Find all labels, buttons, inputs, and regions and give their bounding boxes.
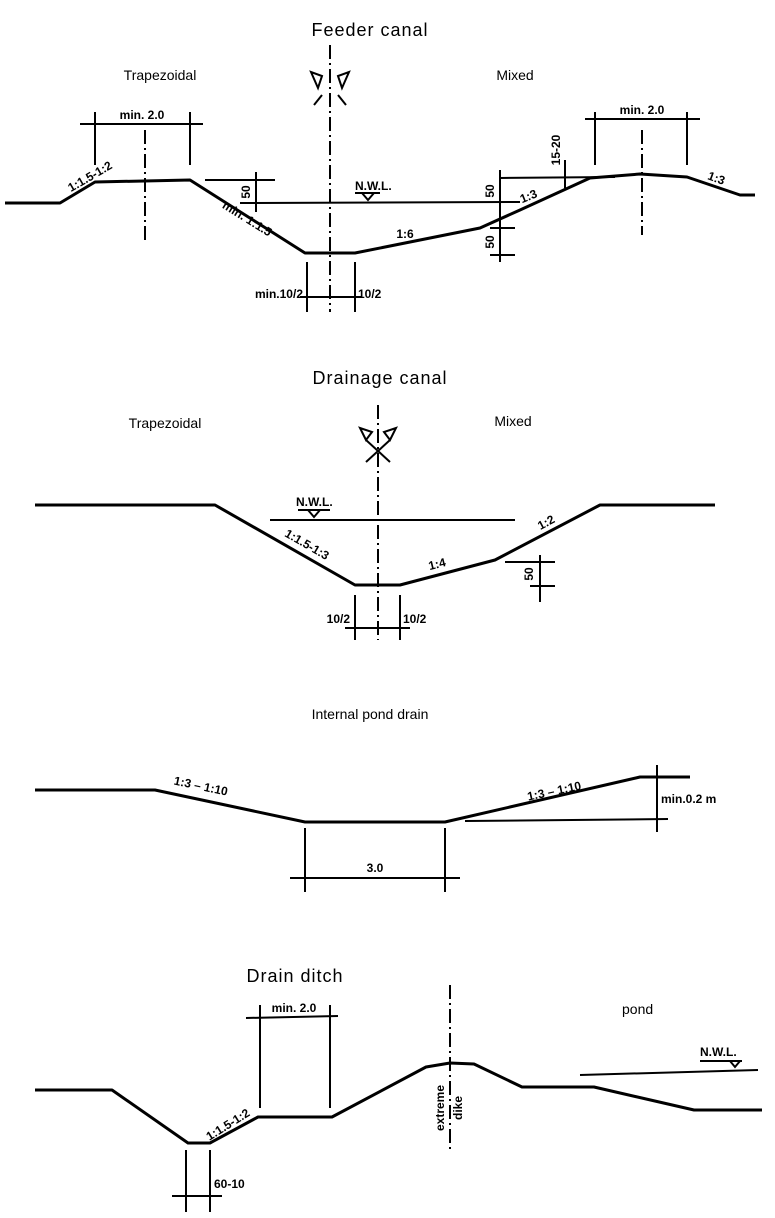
feeder-freeboard-right: 50	[483, 184, 497, 198]
feeder-freeboard-left: 50	[239, 185, 253, 199]
feeder-bottom-dim	[300, 262, 362, 312]
ditch-bottom-width: 60-10	[214, 1177, 245, 1191]
drainage-bottom-left: 10/2	[327, 612, 351, 626]
feeder-canal-section: Feeder canal Trapezoidal Mixed min. 2.0 …	[5, 20, 755, 312]
feeder-nwl-label: N.W.L.	[355, 179, 392, 193]
feeder-bottom-left: min.10/2	[255, 287, 303, 301]
feeder-canal-title: Feeder canal	[311, 20, 428, 40]
ditch-dike-label-1: extreme	[433, 1085, 447, 1131]
feeder-ground-profile	[5, 172, 755, 255]
ditch-bottom-dim	[172, 1150, 222, 1212]
drainage-bottom-right: 10/2	[403, 612, 427, 626]
ditch-pond-water-line	[579, 1069, 759, 1076]
ditch-crest-width: min. 2.0	[272, 1001, 317, 1015]
pond-drain-title: Internal pond drain	[312, 706, 429, 722]
section-arrows-icon	[358, 426, 398, 463]
feeder-water-level-line	[239, 201, 521, 204]
feeder-outer-slope-right: 1:3	[706, 169, 727, 188]
feeder-depth-right: 50	[483, 235, 497, 249]
feeder-outer-slope-left: 1:1.5-1:2	[65, 158, 114, 195]
ditch-pond-label: pond	[622, 1001, 653, 1017]
water-level-triangle-icon	[700, 1060, 742, 1069]
water-level-triangle-icon	[355, 192, 380, 202]
feeder-dims-right	[490, 160, 566, 262]
pond-drain-bottom-dim	[290, 828, 460, 892]
ditch-ground-profile	[35, 1061, 762, 1145]
water-level-triangle-icon	[298, 509, 330, 519]
ditch-nwl-label: N.W.L.	[700, 1045, 737, 1059]
pond-drain-ref-line	[464, 818, 669, 822]
ditch-dike-label-2: dike	[451, 1096, 465, 1120]
drainage-canal-title: Drainage canal	[312, 368, 447, 388]
feeder-ref-line-right	[499, 176, 616, 179]
drainage-depth-right: 50	[522, 567, 536, 581]
feeder-berm-right: 15-20	[549, 134, 563, 165]
drain-ditch-section: Drain ditch N.W.L. pond min. 2.0 extreme…	[35, 966, 762, 1212]
drain-ditch-title: Drain ditch	[246, 966, 343, 986]
feeder-right-type: Mixed	[496, 67, 533, 83]
pond-drain-right-slope: 1:3 – 1:10	[526, 778, 583, 803]
pond-drain-bottom-width: 3.0	[367, 861, 384, 875]
internal-pond-drain-section: Internal pond drain min.0.2 m 1:3 – 1:10…	[35, 706, 716, 892]
feeder-bottom-slope: 1:6	[396, 227, 414, 241]
feeder-inner-slope-left: min. 1:1.5	[220, 198, 275, 239]
drainage-bottom-dim	[345, 595, 410, 640]
drainage-bottom-slope: 1:4	[427, 555, 448, 573]
ditch-crest-dim	[245, 1005, 339, 1108]
pond-drain-ground-profile	[35, 775, 690, 824]
drainage-left-type: Trapezoidal	[129, 415, 202, 431]
feeder-left-type: Trapezoidal	[124, 67, 197, 83]
pond-drain-depth: min.0.2 m	[661, 792, 716, 806]
drainage-canal-section: Drainage canal Trapezoidal Mixed N.W.L. …	[35, 368, 715, 640]
drainage-right-type: Mixed	[494, 413, 531, 429]
feeder-crest-dim-left	[80, 112, 203, 165]
drainage-nwl-label: N.W.L.	[296, 495, 333, 509]
section-arrows-icon	[309, 70, 351, 106]
feeder-crest-width-left: min. 2.0	[120, 108, 165, 122]
feeder-crest-width-right: min. 2.0	[620, 103, 665, 117]
drainage-depth-dim	[505, 555, 555, 602]
drainage-ground-profile	[35, 503, 715, 587]
feeder-upper-slope-right: 1:3	[518, 186, 540, 206]
feeder-crest-dim-right	[585, 112, 700, 165]
feeder-bottom-right: 10/2	[358, 287, 382, 301]
